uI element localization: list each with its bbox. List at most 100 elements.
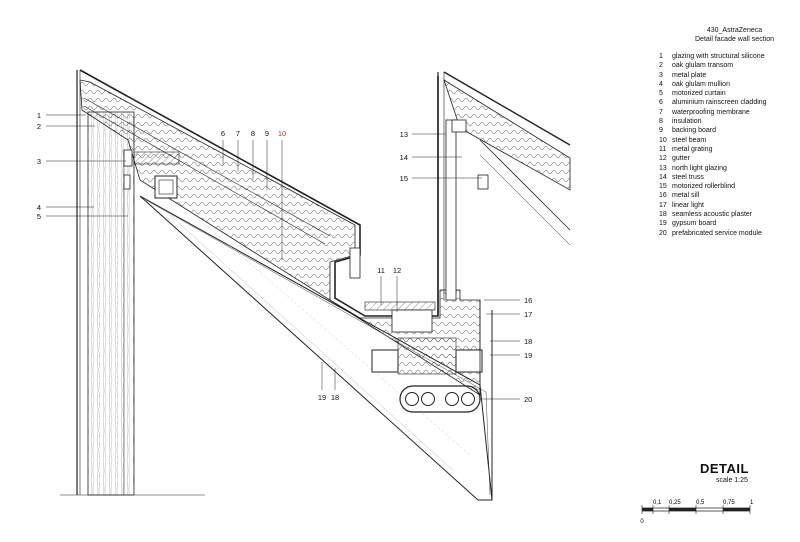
scale-tick-label: 1 [750,500,754,506]
callout-15: 15 [400,174,408,183]
legend-item: 5 motorized curtain [659,89,799,98]
callout-6: 6 [221,129,225,138]
legend-item-number: 20 [659,229,667,237]
legend-item-text: gypsum board [672,220,717,228]
callout-2: 2 [37,122,41,131]
legend-item-text: steel truss [672,173,704,181]
legend-item: 18 seamless acoustic plaster [659,210,799,219]
scale-tick-label: 0,5 [696,500,705,506]
oak-glulam-mullion [87,111,135,496]
legend-item-text: waterproofing membrane [672,108,750,116]
legend-item-number: 1 [659,53,663,60]
callout-16: 16 [524,296,532,305]
legend-item: 9 backing board [659,126,799,135]
legend-item: 20 prefabricated service module [659,229,799,238]
callout-19-bottom: 19 [318,393,326,402]
callout-18-bottom: 18 [331,393,339,402]
legend-item-text: glazing with structural silicone [672,53,765,60]
legend-item-text: metal plate [672,71,707,79]
drawing-header: 430_AstraZeneca Detail facade wall secti… [672,26,797,44]
north-light [437,71,571,500]
legend-item: 7 waterproofing membrane [659,108,799,117]
legend-item-number: 17 [659,201,667,209]
legend-item-number: 9 [659,127,663,135]
legend-item-text: backing board [672,127,716,135]
legend-item-number: 18 [659,211,667,219]
callout-3: 3 [37,157,41,166]
callout-1: 1 [37,111,41,120]
legend-item: 19 gypsum board [659,219,799,228]
legend-item: 3 metal plate [659,71,799,80]
legend-item-text: prefabricated service module [672,229,762,237]
legend-item-number: 12 [659,155,667,163]
legend-item-number: 6 [659,99,663,107]
legend-item-number: 3 [659,71,663,79]
callout-4: 4 [37,203,41,212]
legend-item-number: 2 [659,62,663,70]
legend-item: 2 oak glulam transom [659,61,799,70]
legend-item-number: 13 [659,164,667,172]
service-module [399,385,481,413]
legend-item-text: oak glulam transom [672,62,734,70]
callout-18-right: 18 [524,337,532,346]
legend-item-text: linear light [672,201,704,209]
callout-17: 17 [524,310,532,319]
legend-item: 1 glazing with structural silicone [659,52,799,61]
legend-item-number: 19 [659,220,667,228]
gutter-zone [364,301,483,375]
legend-item-number: 11 [659,145,667,153]
legend-item: 17 linear light [659,201,799,210]
legend-item-number: 5 [659,90,663,98]
callout-9: 9 [265,129,269,138]
legend-item: 12 gutter [659,154,799,163]
legend-item: 11 metal grating [659,145,799,154]
project-name: 430_AstraZeneca [706,27,763,34]
legend-item-number: 7 [659,108,663,116]
callout-8: 8 [251,129,255,138]
leader-lines [46,114,520,400]
legend-item-number: 4 [659,80,663,88]
legend-item-text: motorized curtain [672,90,726,98]
legend-item-number: 10 [659,136,667,144]
callout-10: 10 [278,129,286,138]
legend-item-number: 8 [659,118,663,126]
legend-item-text: oak glulam mullion [672,80,730,88]
legend-item-text: steel beam [672,136,707,144]
legend-item-text: aluminium rainscreen cladding [672,99,767,107]
roof-insulation [79,79,481,396]
scale-tick-label: 0,1 [653,500,662,506]
callout-14: 14 [400,153,408,162]
legend-list: 1 glazing with structural silicone 2 oak gl… [659,52,799,238]
legend-item: 14 steel truss [659,173,799,182]
legend-item-text: seamless acoustic plaster [672,211,753,219]
callout-12: 12 [393,266,401,275]
legend-item: 4 oak glulam mullion [659,80,799,89]
legend-item-text: insulation [672,118,702,126]
callout-7: 7 [236,129,240,138]
legend-item-number: 15 [659,183,667,191]
legend-item-number: 14 [659,173,667,181]
drawing-subtitle: Detail facade wall section [695,36,774,43]
scale-tick-label: 0 [640,519,644,525]
callout-13: 13 [400,130,408,139]
callout-20: 20 [524,395,532,404]
legend-item-text: gutter [672,155,690,163]
legend-item-number: 16 [659,192,667,200]
legend-item-text: north light glazing [672,164,727,172]
scale-tick-label: 0,75 [723,500,735,506]
sloped-roof [79,69,481,396]
callout-5: 5 [37,212,41,221]
legend-item: 15 motorized rollerblind [659,182,799,191]
legend-item-text: metal sill [672,192,700,200]
legend-item-text: metal grating [672,145,713,153]
detail-scale: scale 1:25 [716,477,748,484]
callouts: 1 2 3 4 5 6 7 8 9 10 11 12 13 14 15 16 1… [37,111,533,404]
legend-item: 13 north light glazing [659,164,799,173]
callout-11: 11 [377,266,385,275]
legend-item: 6 aluminium rainscreen cladding [659,98,799,107]
callout-19-right: 19 [524,351,532,360]
legend-item-text: motorized rollerblind [672,183,736,191]
legend-item: 10 steel beam [659,136,799,145]
detail-title: DETAIL [700,461,749,476]
scale-tick-label: 0,25 [669,500,681,506]
